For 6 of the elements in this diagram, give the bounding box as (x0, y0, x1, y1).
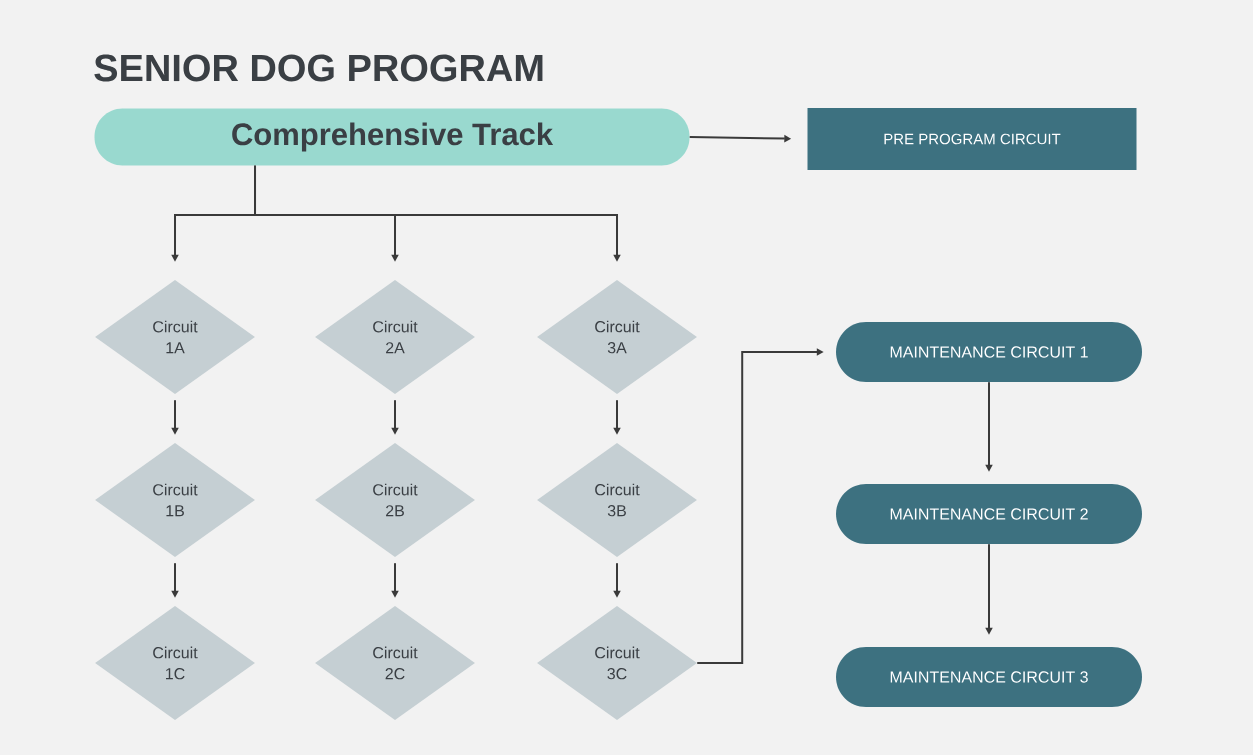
rounded-box: MAINTENANCE CIRCUIT 1 (836, 322, 1142, 382)
track-box: Comprehensive Track (94, 108, 690, 166)
rounded-box: MAINTENANCE CIRCUIT 2 (836, 484, 1142, 544)
title: SENIOR DOG PROGRAM (94, 54, 543, 82)
process-box: PRE PROGRAM CIRCUIT (807, 108, 1137, 170)
rounded-box: MAINTENANCE CIRCUIT 3 (836, 647, 1142, 707)
